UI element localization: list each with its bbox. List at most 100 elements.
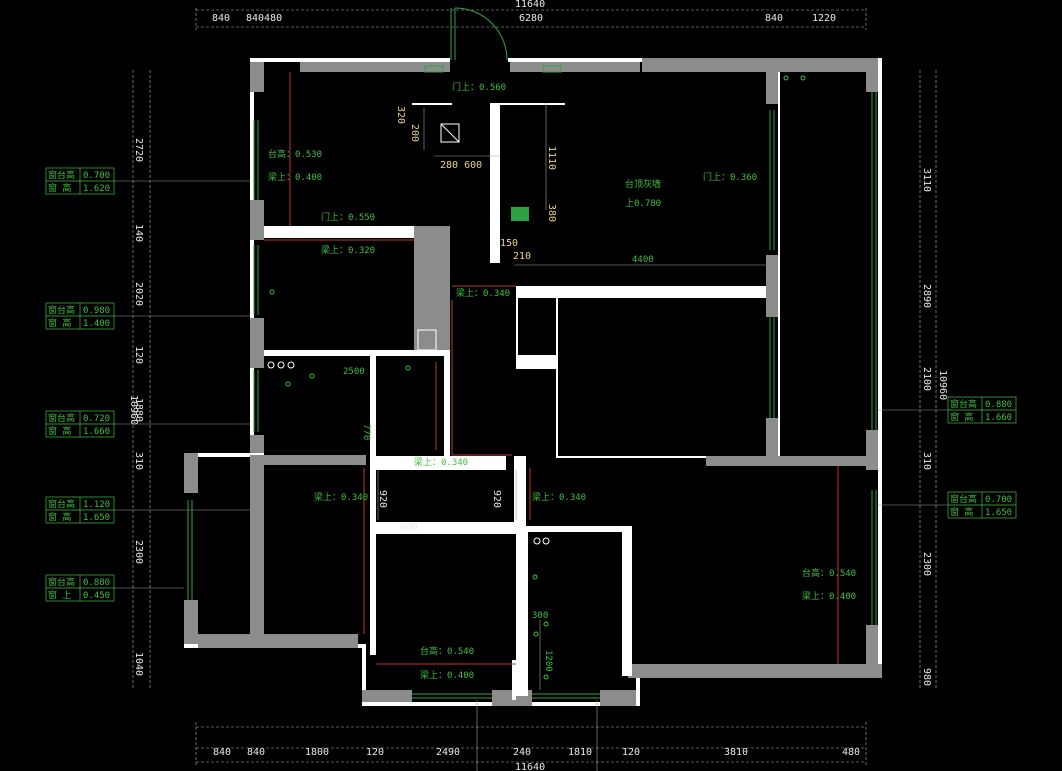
window-tag: 窗台高 0.720 窗 高 1.660 [45,410,250,438]
sill-height-label: 台高：0.530 [268,148,322,160]
window-tag-value: 1.620 [83,184,110,194]
fixtures [267,65,806,690]
dim-bottom-9: 3810 [724,747,748,758]
window-tag-label: 窗 高 [950,506,973,518]
beam-height-label: 梁上：0.340 [456,287,510,299]
window-tag: 窗台高 1.120 窗 高 1.650 [45,496,250,524]
beam-lines [264,72,839,665]
dim-left-3: 2020 [133,282,144,306]
ceiling-label: 台顶灰墙 [625,178,661,190]
small-dimension: 280 600 [440,160,482,171]
window-tag-label: 窗台高 [48,304,75,316]
window-tag-value: 0.880 [83,578,110,588]
right-dimension-labels: 10960 3110 2890 2100 310 2300 980 [921,168,948,686]
window-tag-value: 1.650 [83,513,110,523]
window-tag-label: 窗台高 [950,398,977,410]
window-tag: 窗台高 0.880 窗 上 0.450 [45,574,184,602]
small-dimension: 2500 [343,367,365,377]
window-tag-label: 窗台高 [48,412,75,424]
door-height-label: 门上：0.560 [452,81,506,93]
dim-bottom-6: 240 [513,747,531,758]
small-dimension: 320 [395,106,406,124]
small-dimension: 1200 [543,650,553,672]
window-tag-label: 窗台高 [48,576,75,588]
room-annotations: 门上：0.560 台高：0.530 梁上：0.400 门上：0.550 梁上：0… [268,81,856,681]
interior-walls [250,72,878,700]
window-tag-label: 窗 高 [950,411,973,423]
door-height-label: 门上：0.360 [703,171,757,183]
window-tag-value: 0.700 [985,495,1012,505]
window-tags-right: 窗台高 0.880 窗 高 1.660 窗台高 0.700 窗 高 1.650 [878,396,1017,519]
small-dimension: 150 [500,238,518,249]
window-tag-label: 窗 上 [48,589,71,601]
small-dimension: 300 [532,611,548,621]
dim-right-4: 310 [921,452,932,470]
window-tag-value: 1.120 [83,500,110,510]
dim-top-1: 840 [212,13,230,24]
window-tag-label: 窗 高 [48,317,71,329]
beam-height-label: 梁上：0.340 [414,456,468,468]
door-height-label: 门上：0.550 [321,211,375,223]
beam-height-label: 梁上：0.340 [314,491,368,503]
dimension-chains [132,8,937,766]
window-tag-value: 0.880 [985,400,1012,410]
dim-bottom-total: 11640 [515,762,545,771]
dim-right-total: 10960 [937,370,948,400]
dim-bottom-5: 2490 [436,747,460,758]
window-tag: 窗台高 0.700 窗 高 1.650 [878,491,1017,519]
beam-height-label: 梁上：0.400 [268,171,322,183]
dim-top-2: 840480 [246,13,282,24]
window-tag-label: 窗台高 [48,498,75,510]
dim-bottom-7: 1810 [568,747,592,758]
dim-left-8: 1040 [133,652,144,676]
entry-door [450,7,508,61]
exterior-walls [184,58,882,706]
dim-left-total: 10960 [128,395,139,425]
dim-bottom-3: 1800 [305,747,329,758]
dim-left-5: 1880 [133,398,144,422]
dim-right-2: 2890 [921,284,932,308]
dim-bottom-1: 840 [213,747,231,758]
small-dimension: 770 [361,424,371,440]
beam-height-label: 梁上：0.400 [802,590,856,602]
dim-left-4: 120 [133,346,144,364]
window-tag-value: 0.720 [83,414,110,424]
sill-height-label: 台高：0.540 [420,645,474,657]
left-dimension-labels: 10960 2720 140 2020 120 1880 310 2300 10… [128,138,144,676]
window-tag-value: 1.400 [83,319,110,329]
dim-left-7: 2300 [133,540,144,564]
window-tag-value: 1.660 [985,413,1012,423]
beam-height-label: 梁上：0.400 [420,669,474,681]
window-tag-value: 1.650 [985,508,1012,518]
small-dimension: 4400 [632,255,654,265]
dim-right-6: 980 [921,668,932,686]
window-tag: 窗台高 0.980 窗 高 1.400 [45,302,250,330]
dim-top-3: 6280 [519,13,543,24]
dim-left-1: 2720 [133,138,144,162]
windows [187,92,877,699]
window-tag-label: 窗 高 [48,511,71,523]
window-tag: 窗台高 0.880 窗 高 1.660 [878,396,1017,424]
window-tag-value: 1.660 [83,427,110,437]
dim-bottom-10: 480 [842,747,860,758]
window-tag-label: 窗台高 [950,493,977,505]
small-dimension: 210 [513,251,531,262]
small-dimension: 200 [409,124,420,142]
small-dimension: 380 [546,204,557,222]
dim-top-5: 1220 [812,13,836,24]
window-tag-label: 窗 高 [48,425,71,437]
beam-height-label: 梁上：0.340 [532,491,586,503]
dim-left-2: 140 [133,224,144,242]
sill-height-label: 台高：0.540 [802,567,856,579]
window-tags-left: 窗台高 0.700 窗 高 1.620 窗台高 0.980 窗 高 1.400 … [45,167,250,602]
window-tag-value: 0.980 [83,306,110,316]
dim-left-6: 310 [133,452,144,470]
dim-bottom-8: 120 [622,747,640,758]
window-tag-label: 窗台高 [48,169,75,181]
dim-right-5: 2300 [921,552,932,576]
small-dimension: 1110 [546,146,557,170]
beam-height-label: 梁上：0.320 [321,244,375,256]
dim-top-4: 840 [765,13,783,24]
dim-right-1: 3110 [921,168,932,192]
